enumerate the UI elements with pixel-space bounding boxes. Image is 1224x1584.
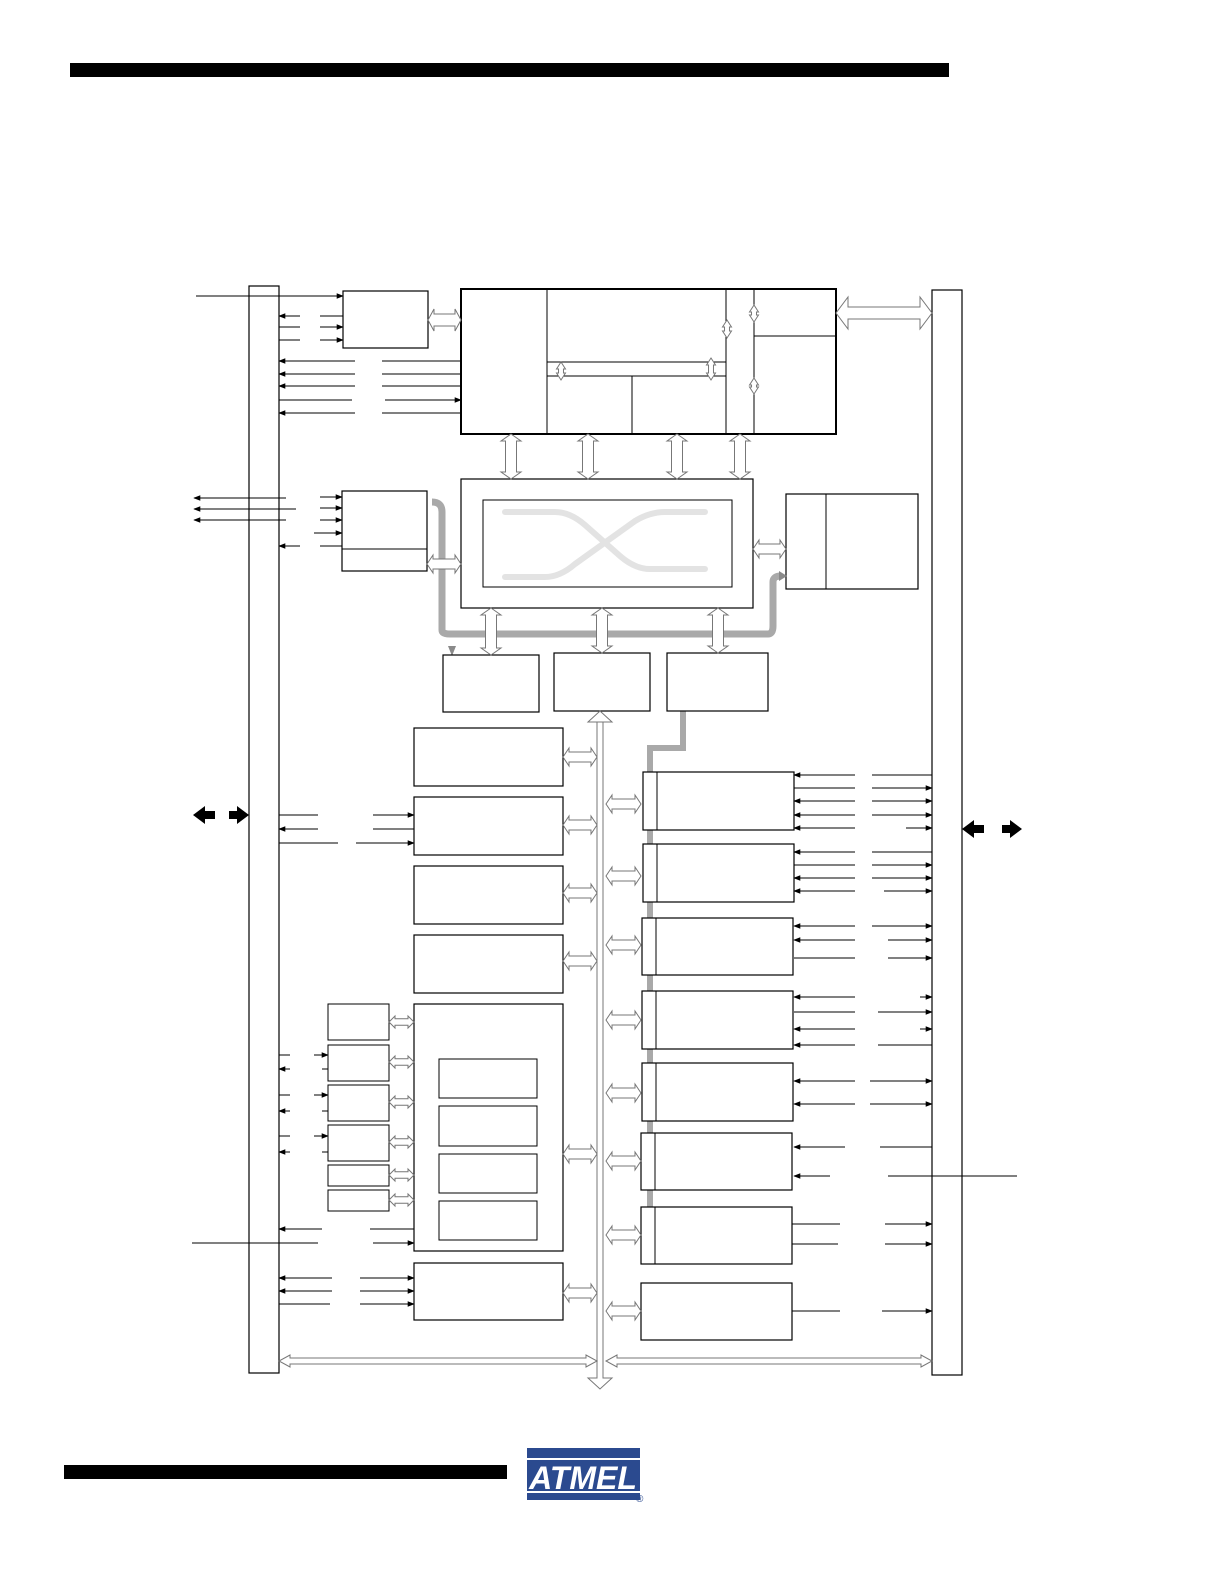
- bidir-bus-arrow: [388, 1054, 415, 1070]
- block-bridge-1: [442, 654, 540, 713]
- block-left-large: [413, 1003, 564, 1252]
- block-right-8: [640, 1282, 793, 1341]
- bidir-bus-arrow: [728, 433, 752, 480]
- left-bidir-arrow: [193, 806, 249, 824]
- registered-mark: ®: [636, 1494, 644, 1505]
- peripheral-bus-vertical: [586, 710, 614, 1390]
- bidir-bus-arrow: [562, 950, 598, 972]
- bidir-bus-arrow: [752, 538, 787, 560]
- bottom-bus-right: [604, 1354, 934, 1368]
- bidir-bus-arrow: [721, 319, 733, 339]
- bus-matrix: [460, 478, 754, 609]
- right-bidir-arrow: [962, 820, 1022, 838]
- bidir-bus-arrow: [388, 1014, 415, 1030]
- block-right-3: [641, 917, 794, 976]
- block-right-7: [640, 1206, 793, 1265]
- processor-block: [460, 288, 837, 435]
- small-block-1: [327, 1003, 390, 1041]
- right-io-bus: [931, 289, 963, 1376]
- bidir-bus-arrow: [706, 607, 730, 654]
- block-right-2: [642, 843, 795, 903]
- bidir-bus-arrow: [479, 607, 503, 656]
- bottom-bus-left: [277, 1354, 599, 1368]
- small-block-3: [327, 1084, 390, 1122]
- bidir-bus-arrow: [605, 865, 642, 887]
- bidir-bus-arrow: [605, 1150, 642, 1172]
- bidir-bus-arrow: [562, 1143, 598, 1165]
- block-right-4: [641, 990, 794, 1050]
- bidir-bus-arrow: [562, 1282, 598, 1304]
- footer-bar: [64, 1465, 507, 1479]
- bidir-bus-arrow: [388, 1167, 415, 1183]
- bus-connection-arrows: [388, 304, 787, 1322]
- small-block-6: [327, 1189, 390, 1212]
- block-left-4: [413, 934, 564, 994]
- small-block-5: [327, 1164, 390, 1187]
- left-io-bus: [248, 285, 280, 1374]
- bidir-bus-arrow: [562, 882, 598, 904]
- block-matrix-right: [785, 493, 919, 590]
- bidir-bus-arrow: [605, 1009, 642, 1031]
- processor-to-right-bus-arrow: [835, 295, 933, 331]
- block-left-bottom: [413, 1262, 564, 1321]
- bidir-bus-arrow: [605, 934, 642, 956]
- bidir-bus-arrow: [388, 1094, 415, 1110]
- block-right-6: [640, 1132, 793, 1191]
- gray-peripheral-path: [647, 711, 686, 1212]
- bidir-bus-arrow: [748, 304, 760, 323]
- block-right-5: [641, 1062, 794, 1122]
- bidir-bus-arrow: [562, 746, 598, 768]
- bidir-bus-arrow: [388, 1192, 415, 1208]
- header-bar: [70, 63, 949, 77]
- block-top-left: [342, 290, 429, 349]
- signal-lines: [192, 293, 1017, 1314]
- bidir-bus-arrow: [605, 1300, 642, 1322]
- block-bridge-3: [666, 652, 769, 712]
- bidir-bus-arrow: [427, 308, 462, 332]
- block-right-1: [642, 771, 795, 831]
- bidir-bus-arrow: [426, 553, 462, 575]
- bidir-bus-arrow: [748, 377, 760, 395]
- block-left-1: [413, 727, 564, 787]
- block-left-3: [413, 865, 564, 925]
- bidir-bus-arrow: [499, 433, 523, 480]
- bidir-bus-arrow: [605, 1082, 642, 1104]
- small-block-4: [327, 1124, 390, 1162]
- block-left-2: [413, 796, 564, 856]
- gray-data-path: [431, 498, 782, 638]
- bidir-bus-arrow: [605, 793, 642, 815]
- bidir-bus-arrow: [562, 814, 598, 836]
- logo-text: ATMEL: [528, 1460, 637, 1496]
- bidir-bus-arrow: [388, 1134, 415, 1150]
- bidir-bus-arrow: [665, 433, 689, 480]
- small-block-2: [327, 1044, 390, 1082]
- bidir-bus-arrow: [555, 361, 567, 381]
- bidir-bus-arrow: [576, 433, 600, 480]
- block-mid-left: [341, 490, 428, 572]
- bidir-bus-arrow: [705, 357, 717, 381]
- bidir-bus-arrow: [605, 1224, 642, 1246]
- atmel-logo: ATMEL ®: [527, 1448, 644, 1505]
- block-bridge-2: [553, 652, 651, 712]
- bidir-bus-arrow: [590, 607, 614, 654]
